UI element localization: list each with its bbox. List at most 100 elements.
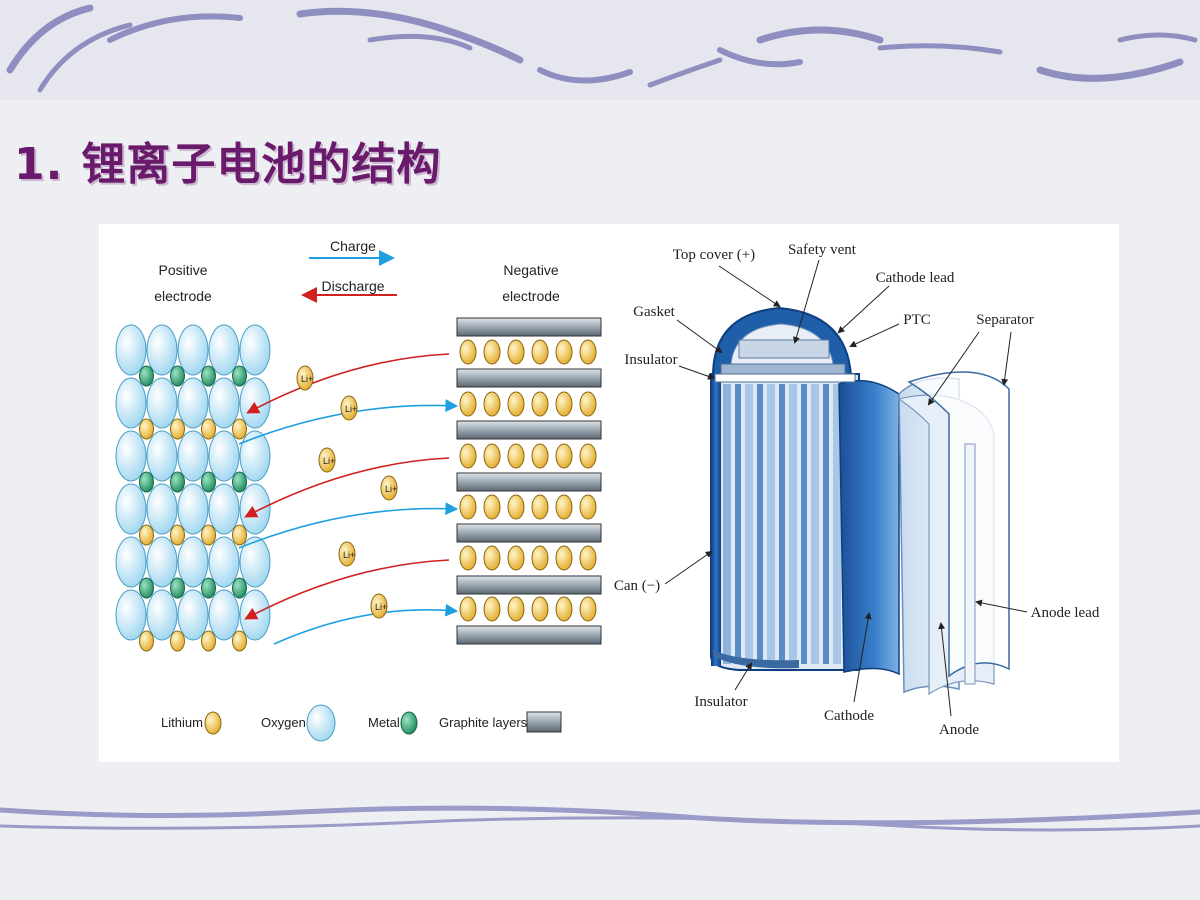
graphite-layer [456, 523, 602, 543]
oxygen-atom [239, 536, 271, 588]
migrating-lithium-ion [338, 541, 356, 567]
legend-graphite-label: Graphite layers [439, 715, 528, 730]
battery-structure-figure: Positive electrode Negative electrode Ch… [115, 238, 1100, 742]
charge-ion-arrow [273, 603, 459, 645]
legend-oxygen-label: Oxygen [261, 715, 306, 730]
lithium-atom [139, 524, 154, 546]
lithium-atom [531, 339, 549, 365]
label-insulator-bottom: Insulator [694, 694, 747, 710]
discharge-label: Discharge [321, 278, 384, 294]
legend-metal-symbol [400, 711, 418, 735]
graphite-layer [456, 420, 602, 440]
lithium-atom [483, 391, 501, 417]
oxygen-atom [208, 377, 240, 429]
oxygen-atom [208, 483, 240, 535]
migrating-lithium-ion [370, 593, 388, 619]
oxygen-atom [115, 377, 147, 429]
legend-graphite-symbol [526, 711, 562, 733]
discharge-ion-arrow [244, 559, 450, 620]
negative-electrode-label-1: Negative [503, 262, 558, 278]
oxygen-atom [146, 430, 178, 482]
oxygen-atom [208, 589, 240, 641]
cathode-sheet [838, 379, 900, 676]
lithium-ion-label: Li+ [323, 456, 335, 466]
lithium-atom [555, 596, 573, 622]
lithium-ion-label: Li+ [385, 484, 397, 494]
oxygen-atom [177, 536, 209, 588]
bottom-swirl-decoration [0, 805, 1200, 832]
discharge-ion-arrow [244, 457, 450, 518]
legend-lithium-symbol [204, 711, 222, 735]
oxygen-atom [146, 377, 178, 429]
legend-oxygen-symbol [306, 704, 336, 742]
lithium-atom [459, 494, 477, 520]
charge-label: Charge [330, 238, 376, 254]
legend-lithium-label: Lithium [161, 715, 203, 730]
migrating-lithium-ion [296, 365, 314, 391]
metal-atom [170, 471, 185, 493]
lithium-atom [483, 545, 501, 571]
lithium-atom [459, 391, 477, 417]
label-anode: Anode [939, 722, 979, 738]
oxygen-atom [177, 377, 209, 429]
figure-panel: Positive electrode Negative electrode Ch… [99, 224, 1119, 762]
label-top-cover: Top cover (+) [673, 247, 755, 263]
metal-atom [232, 471, 247, 493]
lithium-atom [232, 524, 247, 546]
lithium-atom [531, 443, 549, 469]
lithium-atom [232, 418, 247, 440]
label-safety-vent: Safety vent [788, 242, 857, 258]
oxygen-atom [239, 589, 271, 641]
lithium-atom [555, 339, 573, 365]
graphite-layer [456, 575, 602, 595]
oxygen-atom [115, 324, 147, 376]
oxygen-atom [177, 430, 209, 482]
lithium-atom [555, 494, 573, 520]
slide-title: 1.锂离子电池的结构 [14, 128, 441, 192]
lithium-atom [555, 545, 573, 571]
oxygen-atom [115, 483, 147, 535]
cylindrical-cell-cutaway: Top cover (+) Safety vent Cathode lead G… [614, 242, 1100, 738]
oxygen-atom [177, 483, 209, 535]
metal-atom [170, 577, 185, 599]
oxygen-atom [146, 589, 178, 641]
oxygen-atom [115, 589, 147, 641]
oxygen-atom [146, 324, 178, 376]
slide-number: 1. [14, 139, 64, 190]
safety-vent-plate [738, 339, 830, 359]
graphite-layer [456, 472, 602, 492]
oxygen-atom [239, 430, 271, 482]
label-separator: Separator [976, 312, 1033, 328]
lithium-atom [531, 596, 549, 622]
graphite-layer [456, 625, 602, 645]
label-insulator-top: Insulator [624, 352, 677, 368]
lithium-atom [507, 545, 525, 571]
lithium-atom [483, 443, 501, 469]
lithium-atom [483, 494, 501, 520]
oxygen-atom [239, 324, 271, 376]
negative-electrode-label-2: electrode [502, 288, 560, 304]
oxygen-atom [115, 536, 147, 588]
lithium-atom [531, 391, 549, 417]
lithium-atom [531, 494, 549, 520]
lithium-ion-label: Li+ [345, 404, 357, 414]
lithium-atom [483, 596, 501, 622]
lithium-atom [201, 630, 216, 652]
metal-atom [139, 471, 154, 493]
lithium-atom [170, 524, 185, 546]
positive-electrode-label-1: Positive [158, 262, 207, 278]
positive-electrode-lattice [115, 324, 271, 652]
metal-atom [232, 365, 247, 387]
lithium-atom [459, 545, 477, 571]
metal-atom [139, 577, 154, 599]
lithium-atom [507, 339, 525, 365]
lithium-atom [201, 524, 216, 546]
lithium-atom [201, 418, 216, 440]
lithium-atom [579, 443, 597, 469]
lithium-ion-label: Li+ [375, 602, 387, 612]
legend-metal-label: Metal [368, 715, 400, 730]
oxygen-atom [208, 536, 240, 588]
label-anode-lead: Anode lead [1031, 605, 1100, 621]
lithium-atom [459, 443, 477, 469]
lithium-atom [459, 339, 477, 365]
